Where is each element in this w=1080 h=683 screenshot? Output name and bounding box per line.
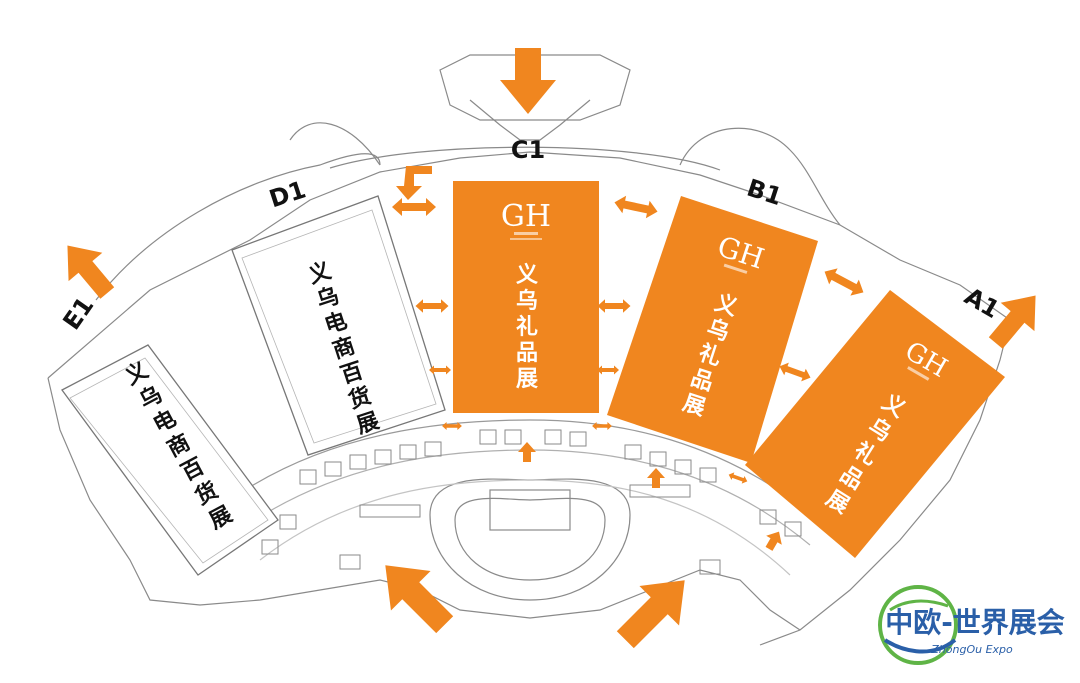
globe-icon [878, 585, 958, 665]
arrow-up-right-icon [616, 580, 685, 649]
hall-code-c1: C1 [511, 136, 545, 164]
double-arrow-icon [429, 365, 451, 375]
double-arrow-icon [415, 299, 449, 313]
hall-c1-char: 礼 [516, 314, 538, 340]
hall-c1-char: 品 [516, 341, 538, 366]
concourse-booths [261, 429, 802, 575]
double-arrow-icon [614, 195, 658, 219]
watermark-title: 中欧-世界展会 [885, 606, 1065, 639]
double-arrow-icon [392, 198, 436, 216]
hall-code-e1: E1 [57, 292, 99, 335]
hall-c1-char: 义 [516, 263, 538, 288]
hall-c1[interactable]: GH 义 乌 礼 品 展 [453, 181, 599, 413]
double-arrow-icon [597, 365, 619, 375]
arrow-up-icon [647, 468, 665, 488]
hall-b1[interactable]: GH 义 乌 礼 品 展 [607, 196, 818, 463]
double-arrow-icon [824, 268, 864, 296]
hall-c1-char: 展 [516, 367, 538, 392]
arrow-up-right-icon [988, 295, 1036, 349]
hall-e1[interactable]: 义 乌 电 商 百 货 展 [61, 344, 279, 576]
arrow-up-left-icon [385, 565, 454, 634]
hall-code-d1: D1 [266, 175, 309, 213]
hall-d1[interactable]: 义 乌 电 商 百 货 展 [231, 195, 446, 456]
hall-c1-char: 乌 [516, 288, 538, 314]
flow-arrows [67, 48, 1036, 649]
double-arrow-icon [779, 362, 811, 382]
watermark-logo: 中欧-世界展会 ZhongOu Expo [878, 585, 1065, 665]
arrow-up-icon [518, 442, 536, 462]
double-arrow-icon [442, 421, 462, 431]
connector-arrows [392, 195, 864, 551]
hall-c1-name: 义 乌 礼 品 展 [516, 263, 538, 392]
double-arrow-icon [728, 472, 748, 484]
arrow-up-icon [765, 531, 782, 551]
hall-code-b1: B1 [744, 174, 786, 211]
svg-text:GH: GH [501, 199, 551, 234]
arrow-bent-icon [396, 166, 432, 200]
arrow-down-icon [500, 48, 556, 114]
arrow-up-left-icon [67, 245, 115, 299]
double-arrow-icon [592, 421, 612, 431]
watermark-subtitle: ZhongOu Expo [930, 643, 1013, 656]
hall-a1[interactable]: GH 义 乌 礼 品 展 [745, 290, 1005, 558]
gift-home-logo-icon: GH [501, 199, 551, 240]
hall-code-a1: A1 [960, 282, 1005, 324]
double-arrow-icon [597, 299, 631, 313]
